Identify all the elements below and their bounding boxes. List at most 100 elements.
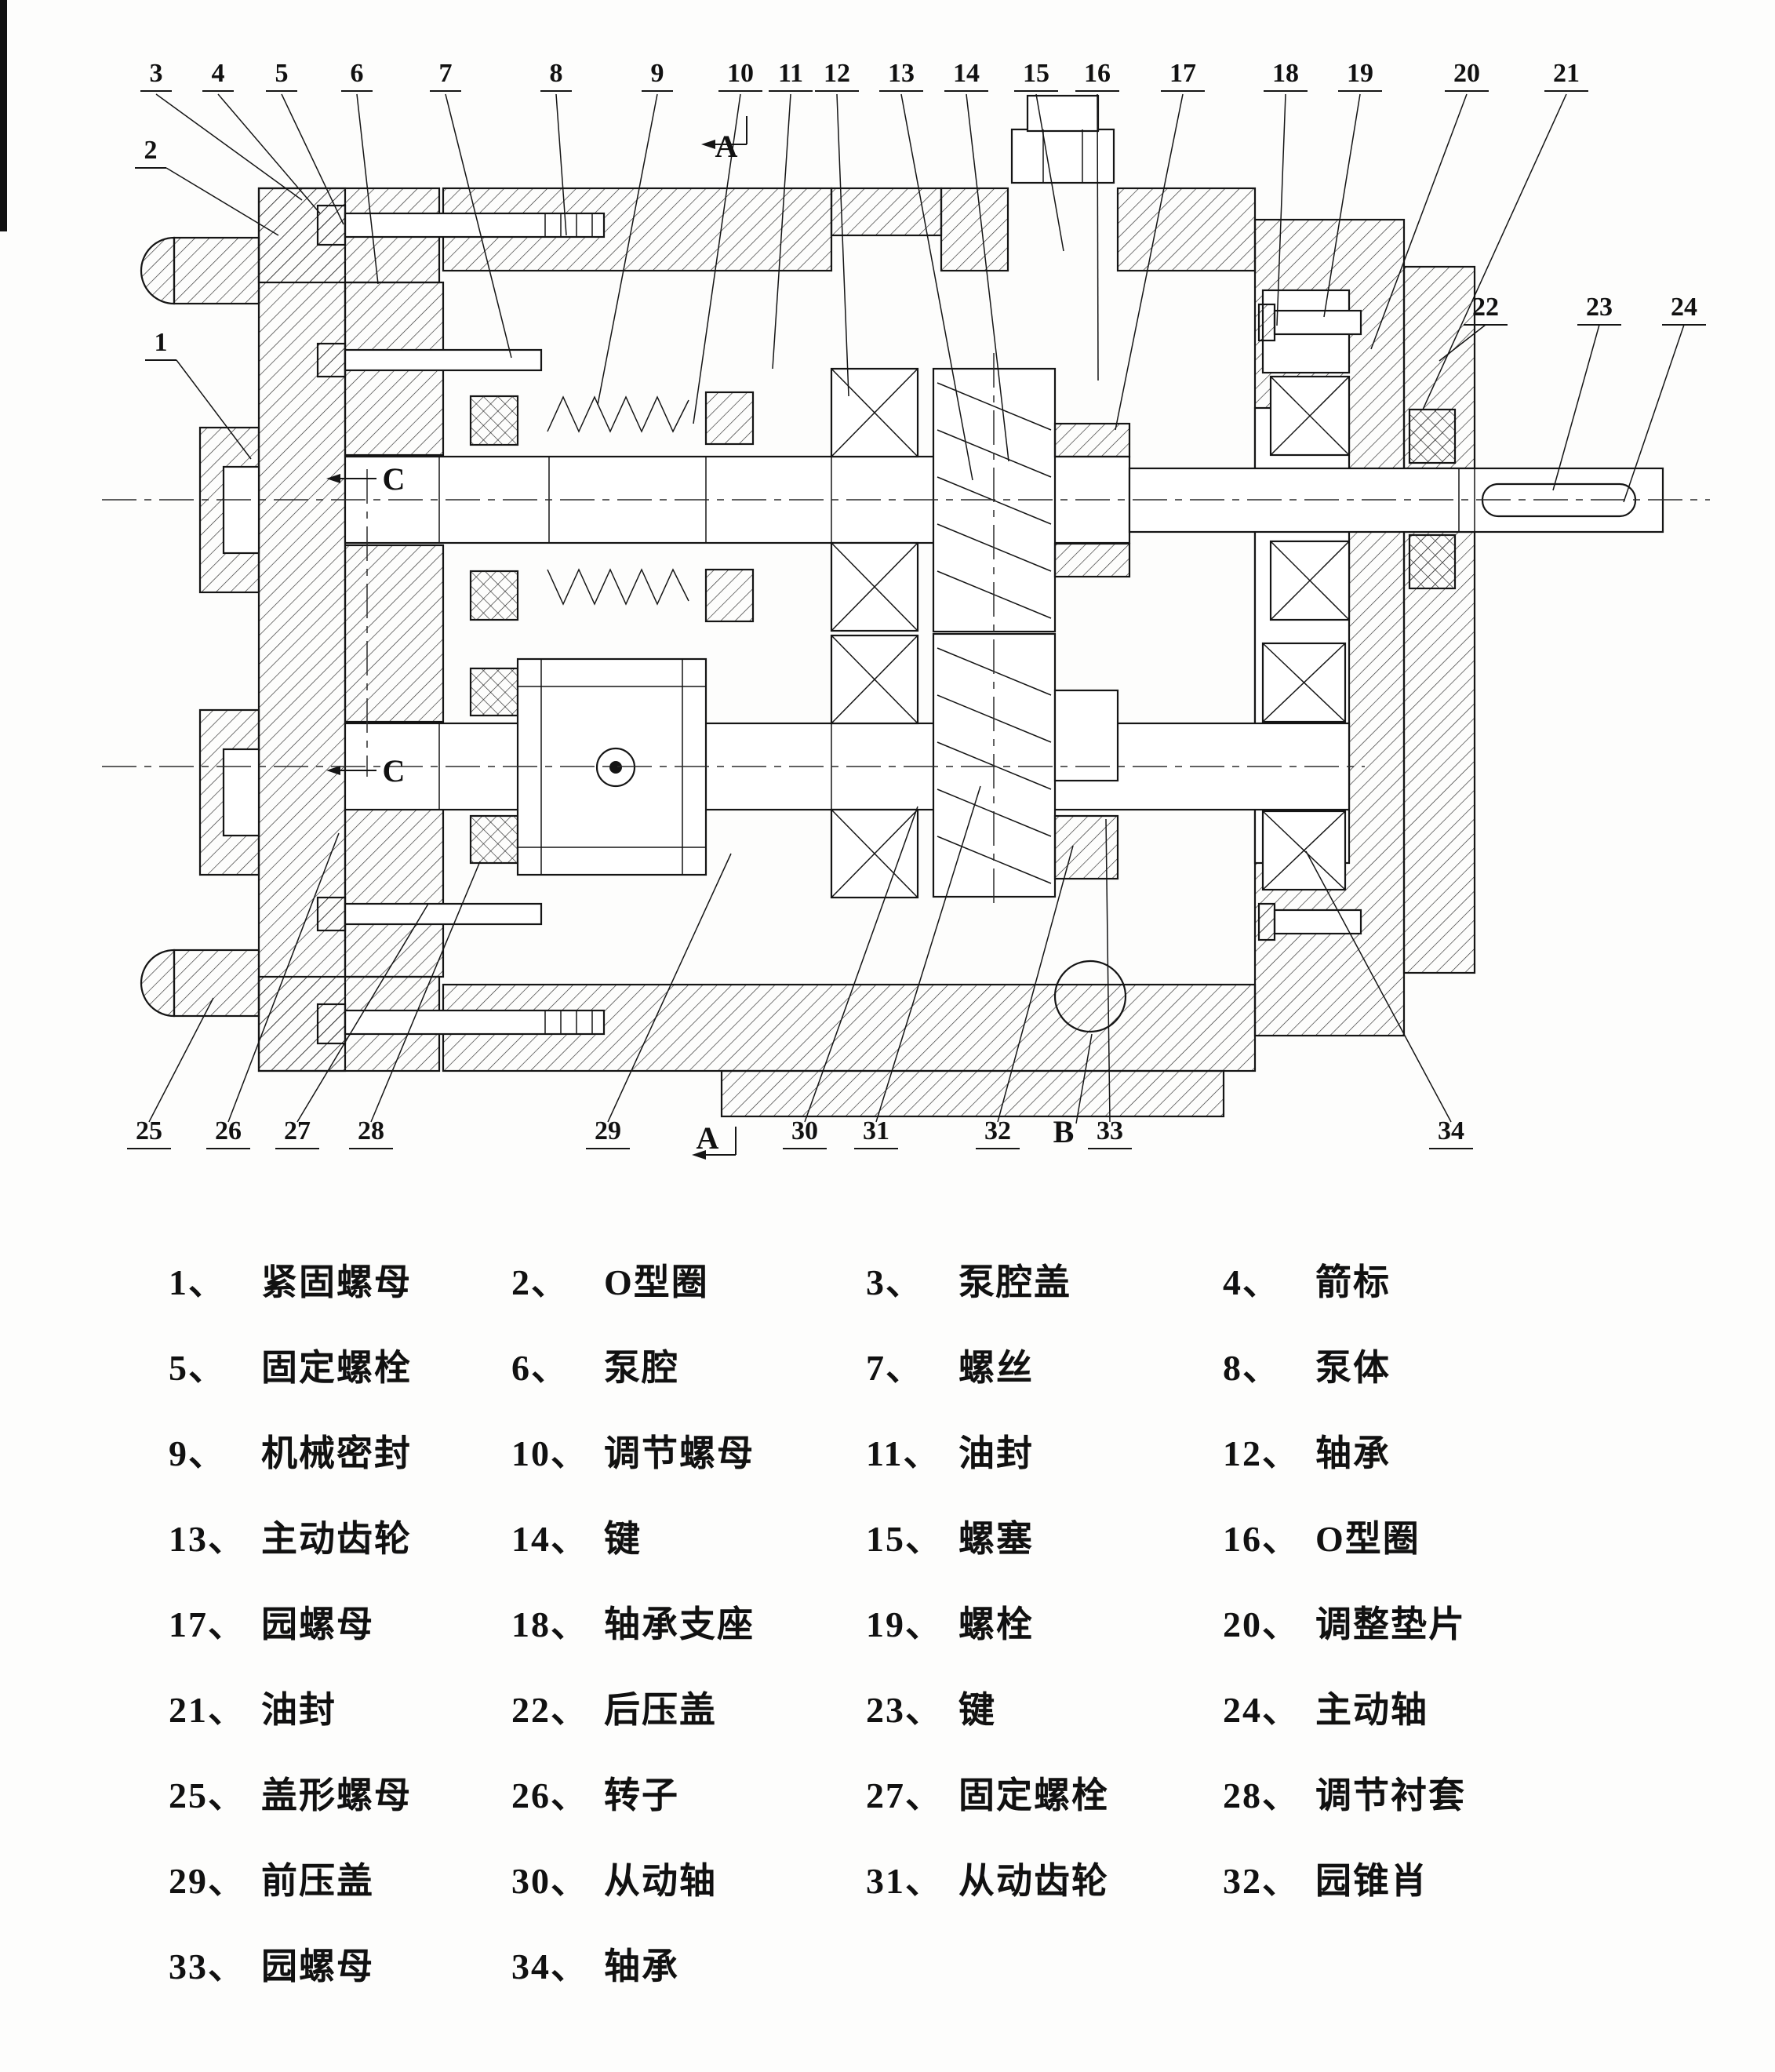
legend-item-16: 16、 O型圈 — [1223, 1510, 1560, 1596]
legend-item-name: 泵腔盖 — [958, 1262, 1071, 1302]
scan-artifact — [0, 0, 7, 231]
vent-hole — [1053, 960, 1127, 1033]
legend-item-3: 3、泵腔盖 — [866, 1254, 1223, 1339]
legend-item-name: 紧固螺母 — [261, 1262, 412, 1302]
section-label-c-lower: C — [383, 753, 406, 788]
callout-31: 31 — [863, 1116, 889, 1145]
legend-item-25: 25、盖形螺母 — [169, 1767, 511, 1852]
legend-item-27: 27、固定螺栓 — [866, 1767, 1223, 1852]
legend-item-number: 11、 — [866, 1433, 941, 1473]
legend-item-name: 调整垫片 — [1315, 1604, 1466, 1644]
legend-item-number: 14、 — [511, 1519, 588, 1559]
legend-item-name: 后压盖 — [604, 1690, 717, 1730]
legend-item-18: 18、轴承支座 — [511, 1596, 866, 1681]
legend-item-number: 13、 — [169, 1519, 246, 1559]
legend-item-name: 箭标 — [1315, 1262, 1391, 1302]
legend-item-number: 9、 — [169, 1433, 226, 1473]
callout-26: 26 — [215, 1116, 242, 1145]
legend-item-23: 23、键 — [866, 1681, 1223, 1767]
section-marks: A A B C C — [326, 116, 1093, 1160]
callout-22: 22 — [1472, 293, 1499, 322]
pump-cross-section-drawing: 3 4 5 6 7 8 9 10 11 12 13 14 15 16 17 18… — [0, 0, 1710, 1160]
legend-item-30: 30、从动轴 — [511, 1852, 866, 1938]
legend-item-number: 27、 — [866, 1775, 943, 1815]
legend-item-32: 32、园锥肖 — [1223, 1852, 1560, 1938]
callout-21: 21 — [1553, 59, 1580, 88]
legend-item-number: 6、 — [511, 1348, 569, 1388]
legend-item-number: 12、 — [1223, 1433, 1300, 1473]
legend-item-number: 23、 — [866, 1690, 943, 1730]
callout-28: 28 — [358, 1116, 384, 1145]
legend-item-number: 21、 — [169, 1690, 246, 1730]
legend-item-15: 15、螺塞 — [866, 1510, 1223, 1596]
legend-item-number: 22、 — [511, 1690, 588, 1730]
callout-16: 16 — [1084, 59, 1111, 88]
legend-item-name: 园螺母 — [261, 1604, 374, 1644]
callout-18: 18 — [1272, 59, 1299, 88]
legend-item-name: 机械密封 — [261, 1433, 412, 1473]
legend-item-5: 5、固定螺栓 — [169, 1339, 511, 1425]
legend-item-name: 前压盖 — [261, 1861, 374, 1901]
legend-item-number: 24、 — [1223, 1690, 1300, 1730]
callout-27: 27 — [284, 1116, 311, 1145]
legend-item-4: 4、箭标 — [1223, 1254, 1560, 1339]
legend-item-name: 固定螺栓 — [958, 1775, 1109, 1815]
legend-item-number: 28、 — [1223, 1775, 1300, 1815]
legend-item-number: 30、 — [511, 1861, 588, 1901]
centerlines — [102, 353, 1710, 910]
legend-item-name: 轴承 — [1315, 1433, 1391, 1473]
legend-item-1: 1、紧固螺母 — [169, 1254, 511, 1339]
legend-item-number: 34、 — [511, 1946, 588, 1986]
legend-item-name: 固定螺栓 — [261, 1348, 412, 1388]
callout-19: 19 — [1347, 59, 1373, 88]
legend-item-number: 7、 — [866, 1348, 923, 1388]
callout-2: 2 — [144, 136, 158, 165]
legend-item-29: 29、前压盖 — [169, 1852, 511, 1938]
legend-item-name: 螺栓 — [958, 1604, 1034, 1644]
legend-item-number: 16、 — [1223, 1519, 1300, 1559]
legend-item-number: 5、 — [169, 1348, 226, 1388]
legend-item-name: 轴承支座 — [604, 1604, 755, 1644]
callout-30: 30 — [791, 1116, 818, 1145]
section-label-a-bottom: A — [697, 1120, 719, 1156]
legend-item-13: 13、主动齿轮 — [169, 1510, 511, 1596]
legend-item-number: 31、 — [866, 1861, 943, 1901]
pump-chamber-cover — [198, 187, 441, 1072]
legend-item-name: O型圈 — [1315, 1519, 1420, 1559]
legend-item-number: 32、 — [1223, 1861, 1300, 1901]
legend-item-name: 主动齿轮 — [261, 1519, 412, 1559]
legend-item-number: 33、 — [169, 1946, 246, 1986]
callout-11: 11 — [778, 59, 803, 88]
legend-item-name: 泵体 — [1315, 1348, 1391, 1388]
legend-item-number: 1、 — [169, 1262, 226, 1302]
legend-item-name: 油封 — [958, 1433, 1034, 1473]
callout-5: 5 — [275, 59, 289, 88]
legend-item-26: 26、转子 — [511, 1767, 866, 1852]
legend-item-19: 19、螺栓 — [866, 1596, 1223, 1681]
pump-chamber-wall — [344, 281, 445, 978]
legend-item-33: 33、园螺母 — [169, 1938, 511, 2023]
legend-item-number: 4、 — [1223, 1262, 1280, 1302]
mechanical-seal — [469, 391, 755, 865]
callout-7: 7 — [439, 59, 453, 88]
legend-item-7: 7、螺丝 — [866, 1339, 1223, 1425]
legend-item-name: 从动齿轮 — [958, 1861, 1109, 1901]
parts-legend: 1、紧固螺母 2、O型圈 3、泵腔盖 4、箭标 5、固定螺栓 6、泵腔 7、螺丝… — [169, 1254, 1560, 2023]
legend-item-number: 20、 — [1223, 1604, 1300, 1644]
callout-4: 4 — [212, 59, 225, 88]
callout-34: 34 — [1438, 1116, 1464, 1145]
callout-15: 15 — [1023, 59, 1049, 88]
legend-item-name: 转子 — [604, 1775, 679, 1815]
bolts — [316, 204, 1362, 1045]
callout-numbers: 3 4 5 6 7 8 9 10 11 12 13 14 15 16 17 18… — [127, 59, 1706, 1149]
legend-item-name: 轴承 — [604, 1946, 679, 1986]
callout-25: 25 — [136, 1116, 162, 1145]
legend-item-number: 2、 — [511, 1262, 569, 1302]
callout-12: 12 — [824, 59, 850, 88]
callout-20: 20 — [1453, 59, 1480, 88]
legend-item-9: 9、机械密封 — [169, 1425, 511, 1510]
legend-item-20: 20、调整垫片 — [1223, 1596, 1560, 1681]
legend-item-name: 螺丝 — [958, 1348, 1034, 1388]
callout-1: 1 — [155, 328, 168, 357]
assembly-drawing-area: 3 4 5 6 7 8 9 10 11 12 13 14 15 16 17 18… — [0, 0, 1710, 1160]
